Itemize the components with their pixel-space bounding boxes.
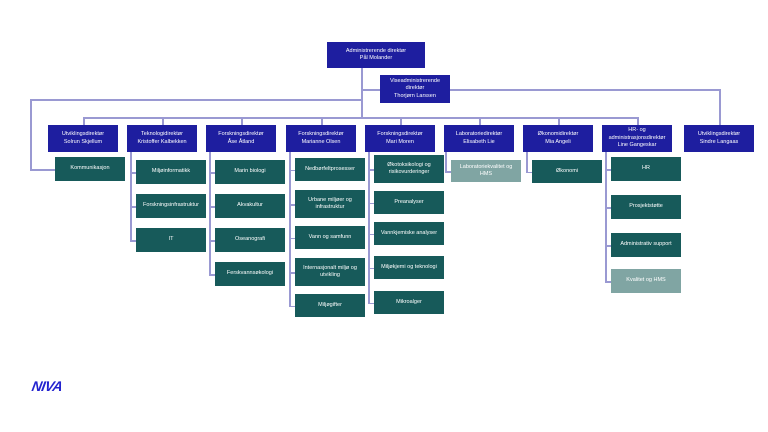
director-title: Utviklingsdirektør — [61, 131, 105, 138]
director-node-hr-adm-gangeskar: HR- og administrasjonsdirektør Line Gang… — [602, 117, 672, 152]
director-title: Forskningsdirektør — [377, 131, 423, 138]
dept-node-marin-biologi: Marin biologi — [209, 160, 285, 184]
connector-col-atland-v — [209, 152, 211, 274]
connector-left-outer-v — [30, 99, 32, 169]
dept-node-ferskvannsokologi: Ferskvannsøkologi — [209, 262, 285, 286]
director-node-okonomi-angeli: Økonomidirektør Mia Angeli — [523, 117, 593, 152]
dept-node-hr: HR — [605, 157, 681, 181]
director-node-forskning-moren: Forskningsdirektør Mari Moren — [365, 117, 435, 152]
dept-node-akvakultur: Akvakultur — [209, 194, 285, 218]
director-name: Mia Angeli — [545, 138, 571, 145]
connector-col-teknologi-v — [130, 152, 132, 240]
connector-col-moren-v — [368, 152, 370, 303]
connector-col-angeli-v — [526, 152, 528, 172]
deputy-title: Viseadministrerende direktør — [389, 77, 441, 92]
director-node-teknologi-kalbekken: Teknologidirektør Kristoffer Kalbekken — [127, 117, 197, 152]
dept-node-it: IT — [130, 228, 206, 252]
director-node-utvikling-langaas: Utviklingsdirektør Sindre Langaas — [684, 89, 754, 152]
director-node-forskning-atland: Forskningsdirektør Åse Åtland — [206, 117, 276, 152]
dept-node-nedborfeltprosesser: Nedbørfeltprosesser — [289, 158, 365, 181]
dept-node-laboratoriekvalitet-hms: Laboratoriekvalitet og HMS — [445, 160, 521, 182]
dept-node-administrativ-support: Administrativ support — [605, 233, 681, 257]
dept-node-preanalyser: Preanalyser — [368, 191, 444, 214]
deputy-node: Viseadministrerende direktør Thorjørn La… — [361, 75, 450, 103]
ceo-title: Administrerende direktør — [345, 47, 407, 54]
connector-directors-h — [83, 117, 637, 119]
connector-right-outer-h — [450, 89, 720, 91]
director-title: Laboratoriedirektør — [455, 131, 503, 138]
director-name: Line Gangeskar — [617, 142, 657, 149]
director-node-laboratorie-lie: Laboratoriedirektør Elisabeth Lie — [444, 117, 514, 152]
dept-node-okotoksikologi: Økotoksikologi og risikovurderinger — [368, 155, 444, 183]
dept-node-oseanografi: Oseanografi — [209, 228, 285, 252]
dept-node-mikroalger: Mikroalger — [368, 291, 444, 314]
director-name: Sindre Langaas — [699, 138, 739, 145]
director-title: Utviklingsdirektør — [697, 131, 741, 138]
dept-node-prosjektstotte: Prosjektstøtte — [605, 195, 681, 219]
director-title: Forskningsdirektør — [298, 131, 344, 138]
dept-node-kvalitet-hms: Kvalitet og HMS — [605, 269, 681, 293]
director-name: Åse Åtland — [227, 138, 255, 145]
connector-ceo-vertical — [361, 68, 363, 117]
dept-node-forskningsinfrastruktur: Forskningsinfrastruktur — [130, 194, 206, 218]
connector-col-gangeskar-v — [605, 152, 607, 281]
dept-node-okonomi: Økonomi — [526, 160, 602, 183]
ceo-node: Administrerende direktør Pål Molander — [327, 42, 425, 68]
director-title: HR- og administrasjonsdirektør — [608, 127, 666, 141]
niva-logo: NIVA — [30, 378, 64, 394]
connector-col-lie-v — [445, 152, 447, 171]
connector-left-outer-h — [30, 99, 361, 101]
director-title: Teknologidirektør — [141, 131, 183, 138]
dept-node-vann-og-samfunn: Vann og samfunn — [289, 226, 365, 249]
deputy-name: Thorjørn Larssen — [394, 92, 436, 99]
dept-node-kommunikasjon: Kommunikasjon — [30, 157, 125, 181]
dept-node-miljoinformatikk: Miljøinformatikk — [130, 160, 206, 184]
dept-node-urbane-miljoer: Urbane miljøer og infrastruktur — [289, 190, 365, 218]
connector-col-olsen-v — [289, 152, 291, 306]
dept-node-miljokjemi-teknologi: Miljøkjemi og teknologi — [368, 256, 444, 279]
director-title: Forskningsdirektør — [218, 131, 264, 138]
director-name: Mari Moren — [386, 138, 414, 145]
director-name: Kristoffer Kalbekken — [137, 138, 187, 145]
ceo-name: Pål Molander — [359, 55, 393, 61]
director-name: Elisabeth Lie — [463, 138, 495, 145]
director-name: Marianne Olsen — [301, 138, 341, 145]
dept-node-miljogifter: Miljøgifter — [289, 294, 365, 317]
dept-node-vannkjemiske-analyser: Vannkjemiske analyser — [368, 222, 444, 245]
director-name: Solrun Skjellum — [63, 138, 103, 145]
director-title: Økonomidirektør — [537, 131, 579, 138]
director-node-utvikling-skjellum: Utviklingsdirektør Solrun Skjellum — [48, 117, 118, 152]
director-node-forskning-olsen: Forskningsdirektør Marianne Olsen — [286, 117, 356, 152]
dept-node-internasjonalt-miljo: Internasjonalt miljø og utvikling — [289, 258, 365, 286]
